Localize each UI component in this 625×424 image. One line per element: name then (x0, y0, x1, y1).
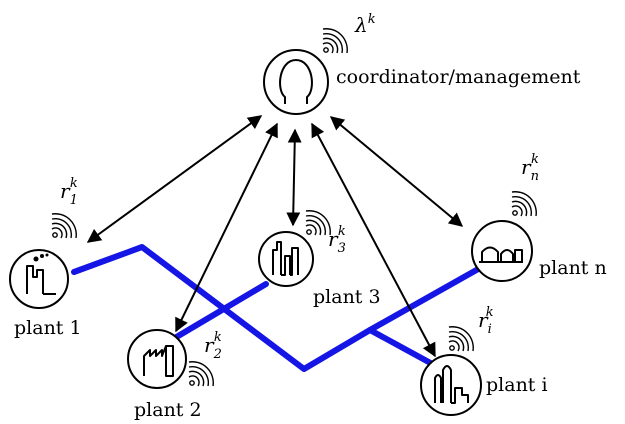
factory-chimney-icon (26, 253, 56, 295)
person-icon (279, 59, 313, 104)
plant-1-node: r1k plant 1 (9, 176, 82, 339)
plant-n-signal: rnk (521, 152, 539, 184)
plant-3-node: r3k plant 3 (258, 210, 381, 308)
link-coordinator-plant1 (86, 115, 263, 243)
signal-waves-icon (448, 326, 474, 352)
coordinator-label: coordinator/management (336, 66, 581, 88)
plant-i-signal: rik (478, 305, 494, 337)
plant-i-label: plant i (486, 374, 548, 396)
plant-i-node: rik plant i (420, 305, 548, 416)
plant-n-label: plant n (539, 257, 607, 279)
refinery-icon (434, 365, 469, 404)
signal-waves-icon (51, 213, 77, 239)
link-coordinator-plant-n (329, 116, 464, 227)
storage-tanks-icon (479, 246, 523, 263)
signal-waves-icon (511, 191, 537, 217)
plant-n-node: rnk plant n (471, 152, 607, 282)
factory-towers-icon (272, 241, 299, 276)
coordinator-node: λk coordinator/management (263, 12, 581, 115)
plant-2-label: plant 2 (134, 399, 202, 421)
plant-1-label: plant 1 (14, 317, 82, 339)
plant-1-signal: r1k (60, 176, 78, 208)
plant-3-label: plant 3 (313, 286, 381, 308)
signal-waves-icon (305, 210, 331, 236)
signal-waves-icon (188, 361, 214, 387)
communication-links (86, 115, 464, 358)
plant-3-signal: r3k (328, 224, 346, 256)
plant-2-signal: r2k (204, 330, 222, 362)
signal-waves-icon (322, 28, 348, 54)
plant-2-node: r2k plant 2 (127, 329, 222, 421)
factory-sawtooth-icon (143, 345, 174, 377)
coordinator-signal: λk (354, 12, 376, 37)
link-coordinator-plant3 (286, 128, 302, 227)
grid-line-branch-plant-i (367, 327, 439, 369)
link-coordinator-plant2 (175, 122, 278, 333)
